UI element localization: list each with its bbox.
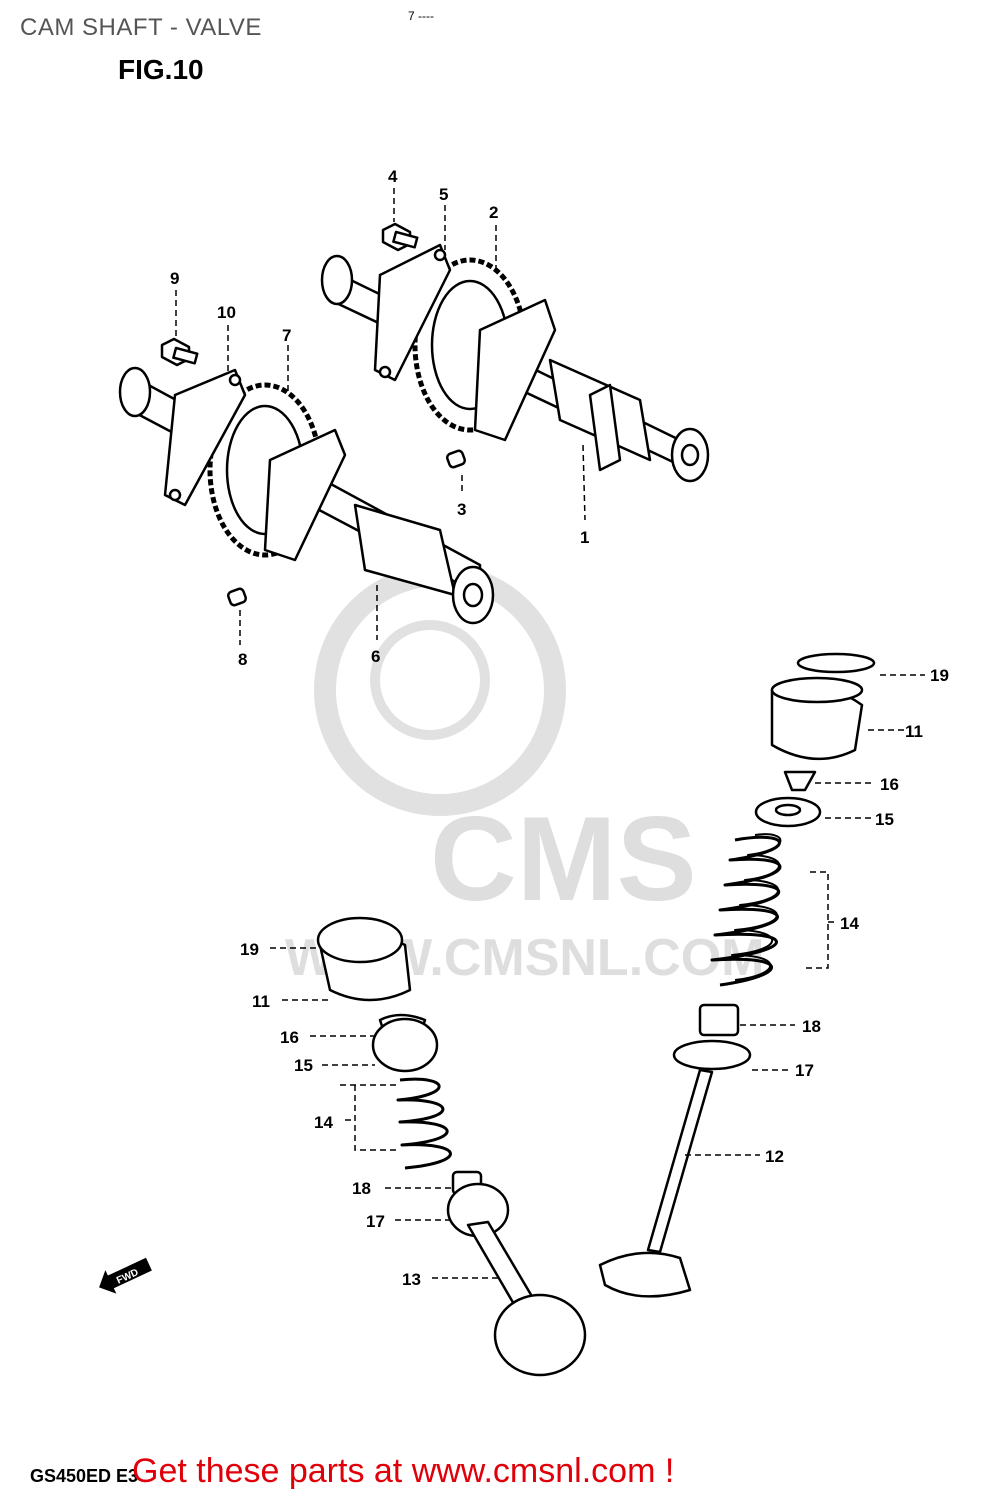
valve-assembly-left [316, 916, 587, 1377]
callout-15-left: 15 [294, 1056, 313, 1075]
spring-14-right-inner [731, 833, 782, 981]
callout-5: 5 [439, 185, 448, 204]
hub-flange-6 [263, 428, 347, 562]
callout-9: 9 [170, 269, 179, 288]
corner-mark: 7 ---- [408, 9, 434, 23]
callout-labels: 1 2 3 4 5 6 7 8 9 10 19 11 16 15 14 18 1… [170, 167, 949, 1289]
page-title: CAM SHAFT - VALVE [20, 14, 262, 41]
callout-2: 2 [489, 203, 498, 222]
bolt-4 [381, 222, 419, 252]
plate-5 [373, 243, 452, 382]
watermark-brand: CMS [430, 792, 697, 926]
retainer-15-left [371, 1017, 439, 1073]
model-code: GS450ED E3 [30, 1466, 139, 1486]
callout-10: 10 [217, 303, 236, 322]
fwd-arrow-icon: FWD [99, 1257, 152, 1294]
seat-17-right [672, 1039, 752, 1071]
callout-16-left: 16 [280, 1028, 299, 1047]
callout-6: 6 [371, 647, 380, 666]
callout-19-right: 19 [930, 666, 949, 685]
callout-19-left: 19 [240, 940, 259, 959]
callout-18-right: 18 [802, 1017, 821, 1036]
callout-8: 8 [238, 650, 247, 669]
bolt-9 [160, 337, 199, 367]
callout-16-right: 16 [880, 775, 899, 794]
spring-14-left [396, 1077, 452, 1170]
plate-10 [163, 368, 247, 507]
callout-15-right: 15 [875, 810, 894, 829]
callout-13: 13 [402, 1270, 421, 1289]
figure-label: FIG.10 [118, 54, 204, 85]
valve-assembly-right [598, 652, 876, 1298]
callout-4: 4 [388, 167, 398, 186]
valve-12 [646, 1068, 714, 1254]
promo-link[interactable]: Get these parts at www.cmsnl.com ! [132, 1452, 675, 1490]
callout-3: 3 [457, 500, 466, 519]
callout-17-right: 17 [795, 1061, 814, 1080]
shim-19-right [796, 652, 876, 674]
shim-19-left [316, 916, 404, 964]
callout-17-left: 17 [366, 1212, 385, 1231]
leader-lines [175, 188, 925, 1279]
hub-flange-1 [473, 298, 557, 442]
callout-14-left: 14 [314, 1113, 333, 1132]
callout-14-right: 14 [840, 914, 859, 933]
callout-18-left: 18 [352, 1179, 371, 1198]
fwd-label: FWD [115, 1267, 140, 1287]
callout-11-right: 11 [905, 722, 923, 741]
seal-18-right [698, 1003, 740, 1037]
dowel-pin-8 [226, 587, 248, 607]
callout-7: 7 [282, 326, 291, 345]
callout-11-left: 11 [252, 992, 270, 1011]
cotter-16-right [783, 770, 817, 792]
dowel-pin-3 [445, 449, 467, 469]
callout-1: 1 [580, 528, 589, 547]
callout-12: 12 [765, 1147, 784, 1166]
spring-14-right [710, 835, 782, 987]
